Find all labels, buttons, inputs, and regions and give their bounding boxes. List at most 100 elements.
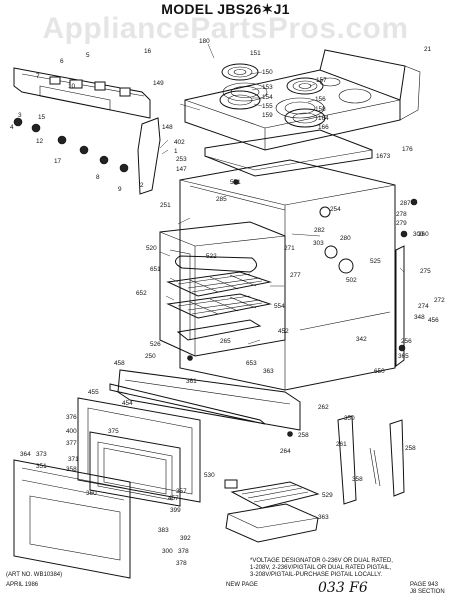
part-callout: 280 xyxy=(340,235,351,242)
issue-date: APRIL 1986 xyxy=(6,582,39,588)
part-callout: 176 xyxy=(402,146,413,153)
part-callout: 571 xyxy=(230,179,241,186)
part-callout: 526 xyxy=(150,341,161,348)
part-callout: 360 xyxy=(86,490,97,497)
part-callout: 262 xyxy=(318,404,329,411)
part-callout: 282 xyxy=(314,227,325,234)
part-callout: 1673 xyxy=(376,153,391,160)
part-callout: 350 xyxy=(344,415,355,422)
part-callout: 375 xyxy=(108,428,119,435)
part-callout: 378 xyxy=(178,548,189,555)
section-label: J8 SECTION xyxy=(410,589,445,595)
part-callout: 554 xyxy=(274,303,285,310)
fasteners xyxy=(187,179,418,437)
model-title: MODEL JBS26✶J1 xyxy=(161,1,290,17)
page-number: PAGE 943 xyxy=(410,582,438,588)
part-callout: 250 xyxy=(145,353,156,360)
part-callout: 363 xyxy=(318,514,329,521)
part-callout: 274 xyxy=(418,303,429,310)
part-callout: 154 xyxy=(262,94,273,101)
part-callout: 6 xyxy=(60,58,64,65)
part-callout: 149 xyxy=(153,80,164,87)
part-callout: 147 xyxy=(176,166,187,173)
part-callout: 378 xyxy=(176,560,187,567)
range-body xyxy=(179,159,396,391)
part-callout: 287 xyxy=(400,200,411,207)
part-callout: 525 xyxy=(370,258,381,265)
voltage-note-line-3: 3-208V/PIGTAIL-PURCHASE PIGTAIL LOCALLY. xyxy=(250,572,383,578)
part-callout: 8 xyxy=(96,174,100,181)
part-callout: 361 xyxy=(186,378,197,385)
leader-lines xyxy=(159,43,405,345)
part-callout: 254 xyxy=(330,206,341,213)
part-callout: 1 xyxy=(174,148,178,155)
handwritten-note: 033 F6 xyxy=(318,580,368,596)
voltage-note-line-1: *VOLTAGE DESIGNATOR 0-236V OR DUAL RATED… xyxy=(250,558,393,564)
part-callout: 157 xyxy=(316,77,327,84)
cooktop xyxy=(184,49,421,151)
part-callout: 457 xyxy=(168,495,179,502)
part-callout: 153 xyxy=(262,84,273,91)
part-callout: 21 xyxy=(424,46,432,53)
voltage-note-line-2: 1-208V, 2-236V/PIGTAIL OR DUAL RATED PIG… xyxy=(250,565,392,571)
part-callout: 156 xyxy=(315,96,326,103)
part-callout: 520 xyxy=(146,245,157,252)
part-callout: 400 xyxy=(66,428,77,435)
part-callout: 16 xyxy=(144,48,152,55)
part-callout: 275 xyxy=(420,268,431,275)
part-callout: 271 xyxy=(284,245,295,252)
part-callout: 159 xyxy=(262,112,273,119)
oven-racks xyxy=(166,271,272,319)
part-callout: 458 xyxy=(114,360,125,367)
part-callout: 456 xyxy=(428,317,439,324)
part-callout: 166 xyxy=(318,124,329,131)
part-callout: 303 xyxy=(313,240,324,247)
part-callout: 392 xyxy=(180,535,191,542)
part-callout: 357 xyxy=(176,488,187,495)
part-callout: 300 xyxy=(162,548,173,555)
part-callout: 264 xyxy=(280,448,291,455)
part-callout: 3 xyxy=(18,112,22,119)
part-callout: 253 xyxy=(176,156,187,163)
part-callout: 155 xyxy=(262,103,273,110)
part-callout: 363 xyxy=(263,368,274,375)
knobs xyxy=(13,117,129,173)
part-callout: 371 xyxy=(68,456,79,463)
part-callout: 402 xyxy=(174,139,185,146)
part-callout: 530 xyxy=(204,472,215,479)
part-callout: 277 xyxy=(290,272,301,279)
part-callout: 358 xyxy=(66,466,77,473)
part-callout: 158 xyxy=(315,106,326,113)
part-callout: 377 xyxy=(66,440,77,447)
part-callout: 180 xyxy=(199,38,210,45)
part-callout: 342 xyxy=(356,336,367,343)
part-callout: 365 xyxy=(398,353,409,360)
part-callout: 258 xyxy=(405,445,416,452)
part-callout: 348 xyxy=(414,314,425,321)
part-callout: 258 xyxy=(298,432,309,439)
oven-door xyxy=(13,397,201,579)
part-callout: 251 xyxy=(160,202,171,209)
part-callout: 351 xyxy=(36,463,47,470)
part-callout: 285 xyxy=(216,196,227,203)
part-callout: 650 xyxy=(374,368,385,375)
part-callout: 529 xyxy=(322,492,333,499)
part-callout: 376 xyxy=(66,414,77,421)
surface-elements xyxy=(219,63,326,128)
part-callout: 148 xyxy=(162,124,173,131)
part-callout: 261 xyxy=(336,441,347,448)
part-callout: 2 xyxy=(140,182,144,189)
part-callout: 17 xyxy=(54,158,62,165)
part-callout: 373 xyxy=(36,451,47,458)
part-callout: 151 xyxy=(250,50,261,57)
part-callout: 279 xyxy=(396,220,407,227)
part-callout: 652 xyxy=(136,290,147,297)
part-callout: 300 xyxy=(413,231,424,238)
part-callout: 653 xyxy=(246,360,257,367)
part-callout: 15 xyxy=(38,114,46,121)
part-callout: 9 xyxy=(118,186,122,193)
part-callout: 364 xyxy=(20,451,31,458)
part-callout: 164 xyxy=(318,115,329,122)
